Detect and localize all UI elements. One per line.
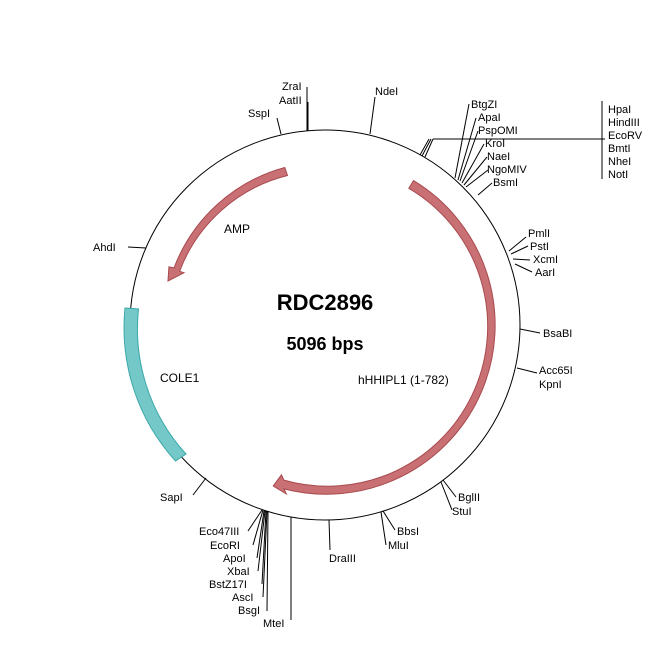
site-label-ahdi: AhdI — [93, 242, 116, 254]
site-tick — [519, 328, 541, 334]
sites-right: PmlI PstI XcmI AarI BsaBI Acc65I KpnI — [508, 228, 573, 391]
site-label-bglii: BglII — [458, 492, 480, 504]
site-label-xbai: XbaI — [227, 566, 250, 578]
site-tick — [463, 156, 488, 186]
site-label-nhei: NheI — [608, 156, 631, 168]
site-tick — [261, 510, 267, 585]
site-label-apai: ApaI — [478, 112, 501, 124]
site-tick — [516, 367, 538, 374]
site-tick — [421, 138, 432, 157]
backbone-circle — [129, 129, 521, 521]
site-label-hindiii: HindIII — [608, 117, 640, 129]
site-tick — [262, 510, 268, 598]
feature-label-amp: AMP — [224, 222, 250, 236]
site-label-ecori: EcoRI — [210, 540, 240, 552]
site-tick — [465, 169, 489, 188]
site-label-stui: StuI — [452, 506, 472, 518]
site-label-acc65i: Acc65I — [539, 365, 573, 377]
site-tick — [192, 477, 207, 496]
site-label-btgzi: BtgZI — [471, 99, 497, 111]
site-label-bbsi: BbsI — [397, 526, 419, 538]
site-label-sapi: SapI — [160, 492, 183, 504]
site-label-ndei: NdeI — [375, 86, 398, 98]
site-label-bstz17i: BstZ17I — [209, 579, 247, 591]
site-tick — [382, 510, 396, 531]
site-label-ngomiv: NgoMIV — [487, 164, 527, 176]
site-tick — [127, 246, 147, 249]
site-label-apoi: ApoI — [223, 553, 246, 565]
site-tick — [457, 117, 477, 181]
site-label-kroi: KroI — [485, 138, 505, 150]
site-label-eco47iii: Eco47III — [199, 526, 239, 538]
feature-arrow-amp — [167, 166, 289, 282]
site-tick — [247, 509, 263, 532]
sites-top: ZraI AatII SspI NdeI — [248, 81, 398, 135]
site-tick — [419, 138, 430, 156]
site-label-bmti: BmtI — [608, 143, 631, 155]
site-tick — [257, 510, 266, 572]
site-tick — [512, 258, 531, 261]
site-label-psti: PstI — [530, 241, 549, 253]
plasmid-size: 5096 bps — [286, 334, 363, 354]
site-label-mtei: MteI — [263, 618, 284, 630]
site-label-bsmi: BsmI — [493, 177, 518, 189]
site-label-kpni: KpnI — [539, 379, 562, 391]
site-label-naei: NaeI — [487, 151, 510, 163]
site-tick — [477, 182, 493, 196]
site-label-aari: AarI — [535, 267, 555, 279]
sites-bottom-left: Eco47III EcoRI ApoI XbaI BstZ17I AscI Bs… — [199, 509, 269, 617]
site-tick — [328, 519, 331, 551]
site-tick — [252, 509, 264, 546]
site-label-bsgi: BsgI — [238, 605, 260, 617]
sites-left: SapI AhdI — [93, 242, 207, 504]
plasmid-name: RDC2896 — [277, 290, 374, 315]
feature-arrow-hhhipl1 — [272, 179, 496, 496]
site-tick — [380, 511, 387, 546]
site-tick — [369, 96, 376, 135]
feature-bar-cole1 — [123, 307, 187, 462]
sites-bottom-right: BglII StuI BbsI MluI DraIII MteI — [263, 479, 480, 630]
site-label-zrai: ZraI — [282, 81, 302, 93]
site-label-noti: NotI — [608, 169, 628, 181]
site-label-pspomi: PspOMI — [478, 125, 518, 137]
site-tick — [276, 117, 282, 135]
site-tick — [514, 263, 533, 273]
site-label-aatii: AatII — [279, 95, 302, 107]
site-tick — [440, 481, 453, 511]
site-label-mlui: MluI — [388, 540, 409, 552]
site-label-xcmi: XcmI — [533, 254, 558, 266]
site-label-asci: AscI — [232, 592, 253, 604]
feature-label-cole1: COLE1 — [160, 371, 200, 385]
sites-box: HpaI HindIII EcoRV BmtI NheI NotI — [419, 101, 643, 181]
site-label-sspi: SspI — [248, 108, 270, 120]
site-tick — [510, 245, 529, 255]
site-tick — [454, 103, 470, 179]
site-label-hpai: HpaI — [608, 104, 631, 116]
site-label-pmli: PmlI — [528, 228, 550, 240]
site-label-bsabi: BsaBI — [543, 328, 572, 340]
sites-top-right: BtgZI ApaI PspOMI KroI NaeI NgoMIV BsmI — [454, 99, 527, 196]
site-tick — [508, 236, 527, 252]
site-tick — [442, 479, 457, 498]
site-label-draiii: DraIII — [329, 553, 356, 565]
feature-label-hhhipl1: hHHIPL1 (1-782) — [358, 373, 449, 387]
site-tick — [424, 138, 434, 158]
site-tick — [256, 510, 265, 559]
site-tick — [461, 143, 485, 184]
site-label-ecorv: EcoRV — [608, 130, 643, 142]
site-tick — [266, 510, 269, 612]
